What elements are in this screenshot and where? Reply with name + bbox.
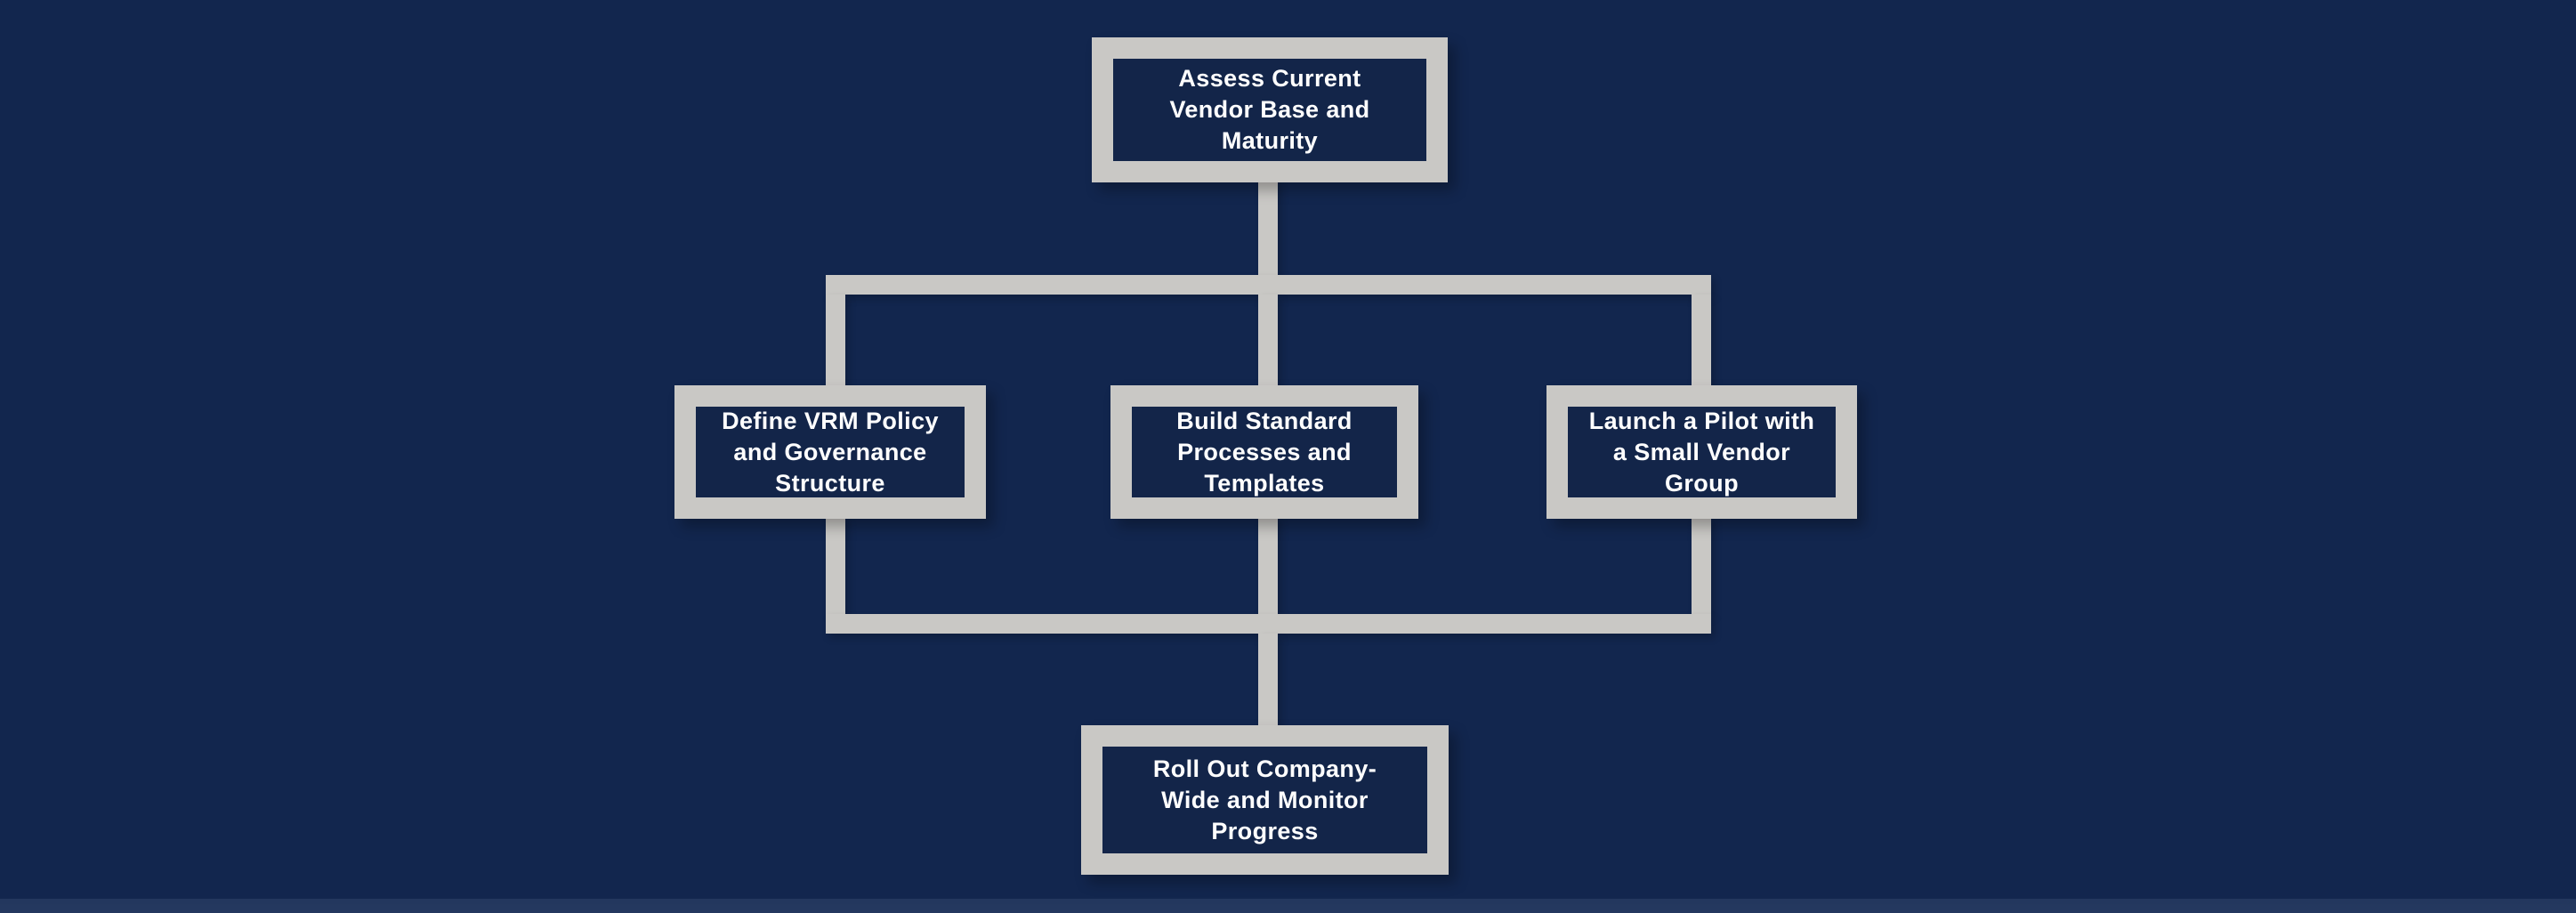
label-line: Templates (1204, 469, 1325, 497)
node-label: Roll Out Company- Wide and Monitor Progr… (1153, 754, 1377, 847)
label-line: Define VRM Policy (722, 407, 939, 434)
label-line: Build Standard (1176, 407, 1353, 434)
connector-lower-merge-bar (826, 614, 1711, 634)
bottom-edge-strip (0, 899, 2576, 913)
label-line: Roll Out Company- (1152, 755, 1377, 782)
node-label: Launch a Pilot with a Small Vendor Group (1589, 406, 1815, 499)
label-line: Vendor Base and (1169, 96, 1370, 123)
label-line: Structure (775, 469, 885, 497)
label-line: Maturity (1221, 127, 1319, 154)
connector-launch-down (1692, 516, 1711, 614)
connector-upper-branch-bar (826, 275, 1711, 295)
label-line: Wide and Monitor (1161, 786, 1369, 813)
label-line: Assess Current (1178, 65, 1361, 92)
connector-assess-down (1258, 178, 1278, 275)
label-line: Progress (1211, 817, 1319, 844)
connector-to-rollout (1258, 634, 1278, 726)
label-line: and Governance (733, 438, 927, 465)
node-label: Define VRM Policy and Governance Structu… (722, 406, 939, 499)
connector-branch-to-define (826, 295, 845, 385)
connector-build-down (1258, 516, 1278, 614)
connector-branch-to-build (1258, 295, 1278, 385)
flow-node-launch-pilot: Launch a Pilot with a Small Vendor Group (1546, 385, 1857, 519)
node-label: Build Standard Processes and Templates (1176, 406, 1353, 499)
node-label: Assess Current Vendor Base and Maturity (1169, 63, 1369, 157)
connector-branch-to-launch (1692, 295, 1711, 385)
label-line: Group (1664, 469, 1739, 497)
label-line: Launch a Pilot with (1588, 407, 1815, 434)
flow-node-assess-current-vendor-base: Assess Current Vendor Base and Maturity (1092, 37, 1448, 182)
flow-node-define-vrm-policy: Define VRM Policy and Governance Structu… (674, 385, 986, 519)
label-line: a Small Vendor (1612, 438, 1791, 465)
label-line: Processes and (1177, 438, 1352, 465)
flow-node-build-standard-processes: Build Standard Processes and Templates (1110, 385, 1418, 519)
connector-define-down (826, 516, 845, 614)
flow-node-roll-out-company-wide: Roll Out Company- Wide and Monitor Progr… (1081, 725, 1449, 875)
